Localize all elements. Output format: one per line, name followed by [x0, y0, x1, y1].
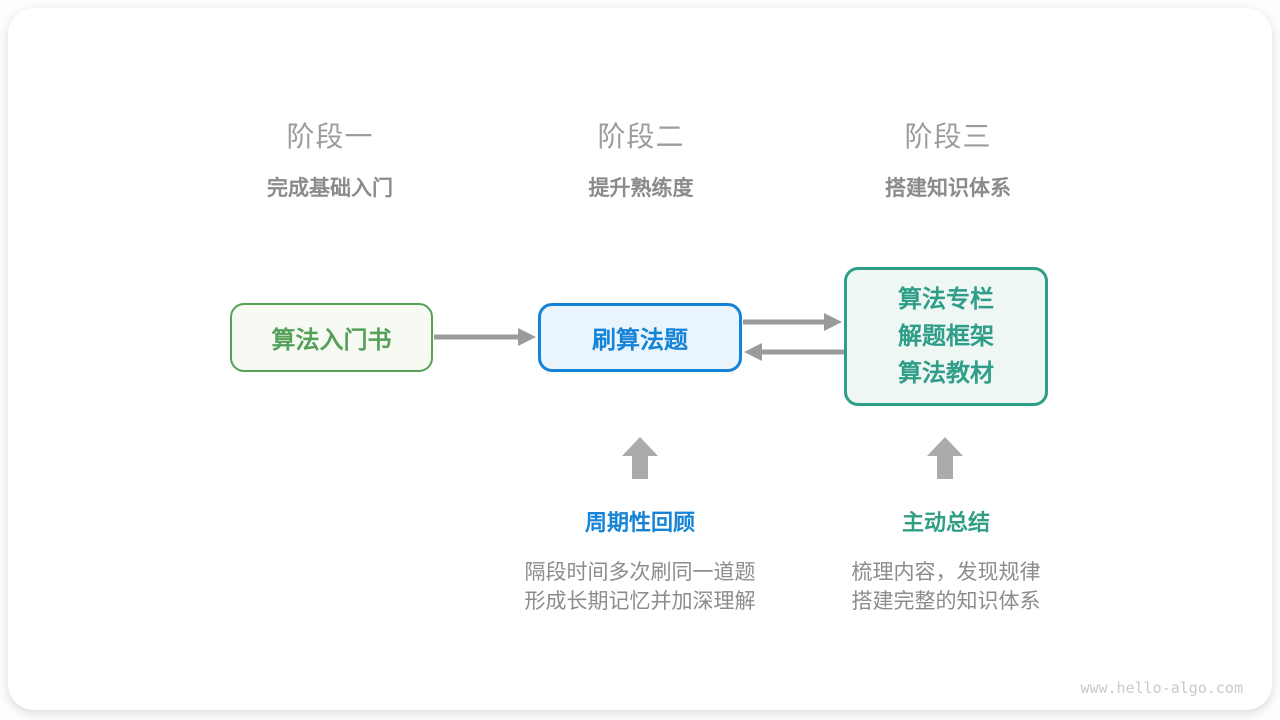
stage-3-title: 阶段三	[904, 121, 992, 152]
annotation-desc-line: 搭建完整的知识体系	[851, 590, 1041, 613]
watermark-url: www.hello-algo.com	[1080, 679, 1243, 697]
node-intro-book: 算法入门书	[230, 303, 433, 372]
node-knowledge-resources: 算法专栏 解题框架 算法教材	[844, 267, 1048, 406]
annotation-active-summary-desc: 梳理内容，发现规律 搭建完整的知识体系	[852, 558, 1041, 616]
node-practice-problems-label: 刷算法题	[592, 327, 688, 354]
node-intro-book-label: 算法入门书	[271, 327, 392, 354]
arrow-up-icon	[622, 437, 658, 479]
arrow-left-icon	[744, 343, 844, 361]
node-practice-problems: 刷算法题	[538, 303, 742, 372]
node-resource-line-1: 算法专栏	[898, 286, 994, 313]
stage-1-header: 阶段一 完成基础入门	[267, 120, 393, 202]
stage-3-header: 阶段三 搭建知识体系	[885, 120, 1011, 202]
arrow-right-icon	[743, 313, 842, 331]
annotation-periodic-review-desc: 隔段时间多次刷同一道题 形成长期记忆并加深理解	[525, 558, 756, 616]
stage-1-title: 阶段一	[286, 121, 374, 152]
annotation-desc-line: 形成长期记忆并加深理解	[524, 590, 756, 613]
annotation-periodic-review: 周期性回顾 隔段时间多次刷同一道题 形成长期记忆并加深理解	[525, 510, 756, 616]
annotation-desc-line: 梳理内容，发现规律	[851, 561, 1041, 584]
stage-2-title: 阶段二	[597, 121, 685, 152]
stage-2-header: 阶段二 提升熟练度	[589, 120, 694, 202]
annotation-desc-line: 隔段时间多次刷同一道题	[524, 561, 756, 584]
arrow-up-icon	[927, 437, 963, 479]
annotation-active-summary-title: 主动总结	[901, 510, 990, 535]
annotation-active-summary: 主动总结 梳理内容，发现规律 搭建完整的知识体系	[852, 510, 1041, 616]
stage-3-subtitle: 搭建知识体系	[885, 177, 1011, 200]
node-resource-line-3: 算法教材	[898, 360, 994, 387]
stage-2-subtitle: 提升熟练度	[588, 177, 694, 200]
annotation-periodic-review-title: 周期性回顾	[584, 510, 695, 535]
node-resource-line-2: 解题框架	[898, 323, 994, 350]
stage-1-subtitle: 完成基础入门	[267, 177, 393, 200]
arrow-right-icon	[434, 328, 536, 346]
